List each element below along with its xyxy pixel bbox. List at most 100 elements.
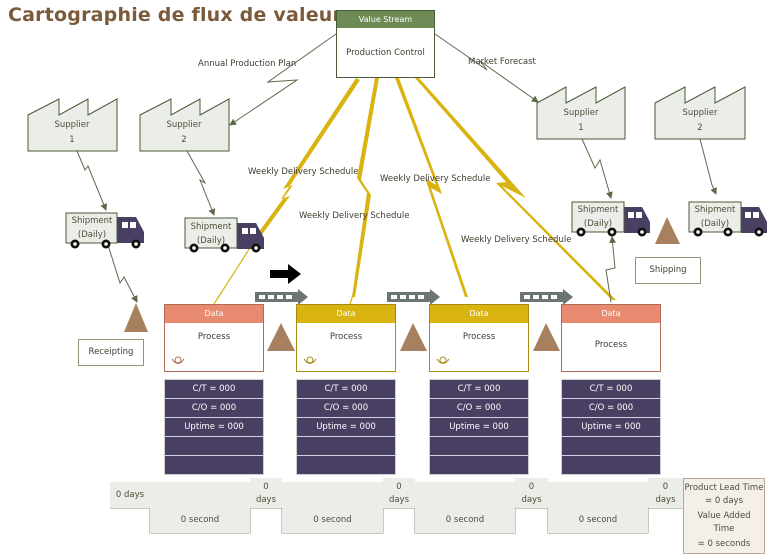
inventory-icon-2 (400, 323, 427, 351)
process-box-3[interactable]: Data Process (429, 304, 529, 372)
weekly-schedule-label-4: Weekly Delivery Schedule (461, 235, 572, 245)
shipment-label-3[interactable]: Shipment(Daily) (577, 205, 619, 229)
timeline-spacer (282, 482, 383, 508)
data-row-ct: C/T = 000 (430, 380, 528, 399)
shipment-label-2[interactable]: Shipment(Daily) (190, 222, 232, 246)
inventory-icon-1 (267, 323, 295, 351)
weekly-schedule-label-3: Weekly Delivery Schedule (299, 211, 410, 221)
data-row-uptime: Uptime = 000 (430, 418, 528, 437)
data-row-empty (165, 437, 263, 456)
timeline-seconds-2: 0 second (282, 508, 383, 533)
shipment-label-1[interactable]: Shipment(Daily) (71, 216, 113, 240)
operator-icon (436, 356, 450, 364)
shipment-label-4[interactable]: Shipment(Daily) (694, 205, 736, 229)
data-row-ct: C/T = 000 (562, 380, 660, 399)
market-forecast-label: Market Forecast (468, 57, 536, 67)
process-label: Process (462, 332, 496, 342)
shipping-box[interactable]: Shipping (635, 257, 701, 284)
data-row-empty (297, 437, 395, 456)
production-control-label: Production Control (346, 48, 425, 58)
process-header: Data (562, 305, 660, 323)
process-label: Process (329, 332, 363, 342)
truck-icon-3 (571, 201, 650, 237)
process-label: Process (594, 340, 628, 350)
data-row-co: C/O = 000 (165, 399, 263, 418)
value-added-time: Value Added Time = 0 seconds (683, 508, 765, 554)
supplier1-to-truck (76, 150, 107, 211)
push-arrow-icon-2 (387, 289, 440, 305)
truck-icon-4 (688, 201, 767, 237)
weekly-schedule-lightning-1 (253, 78, 360, 240)
process-header: Data (430, 305, 528, 323)
weekly-schedule-lightning-3 (395, 78, 468, 297)
push-arrow-icon-3 (520, 289, 573, 305)
supplier3-to-truck (581, 138, 613, 199)
timeline-spacer (150, 482, 250, 508)
truck-icon-2 (184, 217, 264, 253)
supplier4-to-truck (699, 138, 717, 195)
data-row-ct: C/T = 000 (297, 380, 395, 399)
data-box-1: C/T = 000 C/O = 000 Uptime = 000 (164, 379, 264, 475)
process-box-1[interactable]: Data Process (164, 304, 264, 372)
supplier-factory-3 (536, 86, 626, 140)
process-to-shipping-truck (605, 236, 617, 303)
data-row-empty (430, 456, 528, 474)
inventory-icon-shipping (655, 217, 680, 244)
timeline-seconds-3: 0 second (415, 508, 515, 533)
supplier-factory-2 (139, 98, 230, 152)
data-row-empty (297, 456, 395, 474)
truck-to-receipting (107, 244, 138, 303)
data-box-2: C/T = 000 C/O = 000 Uptime = 000 (296, 379, 396, 475)
push-arrow-icon-1 (255, 289, 308, 305)
data-row-empty (430, 437, 528, 456)
annual-plan-flow (229, 33, 337, 126)
timeline-seconds-1: 0 second (150, 508, 250, 533)
data-row-ct: C/T = 000 (165, 380, 263, 399)
timeline-spacer (548, 482, 648, 508)
truck-icon-1 (65, 212, 144, 249)
inventory-icon-3 (533, 323, 560, 351)
annual-plan-label: Annual Production Plan (198, 59, 297, 69)
data-box-4: C/T = 000 C/O = 000 Uptime = 000 (561, 379, 661, 475)
data-row-co: C/O = 000 (297, 399, 395, 418)
product-lead-time: Product Lead Time = 0 days (683, 478, 765, 509)
operator-icon (303, 356, 317, 364)
process-header: Data (165, 305, 263, 323)
data-row-uptime: Uptime = 000 (297, 418, 395, 437)
weekly-schedule-lightning-4 (415, 78, 616, 300)
data-row-co: C/O = 000 (430, 399, 528, 418)
supplier-factory-1 (27, 98, 118, 152)
weekly-schedule-label-2: Weekly Delivery Schedule (380, 174, 491, 184)
timeline-line (110, 507, 683, 534)
receipting-box[interactable]: Receipting (78, 339, 144, 366)
production-control-box[interactable]: Value Stream Production Control (336, 10, 435, 78)
data-row-co: C/O = 000 (562, 399, 660, 418)
timeline-seconds-4: 0 second (548, 508, 648, 533)
data-row-uptime: Uptime = 000 (165, 418, 263, 437)
shipment-arrow-icon (270, 264, 301, 284)
data-row-empty (562, 437, 660, 456)
timeline-days-5: 0 days (648, 478, 683, 508)
data-row-empty (165, 456, 263, 474)
process-label: Process (197, 332, 231, 342)
process-box-4[interactable]: Data Process (561, 304, 661, 372)
timeline-days-1: 0 days (110, 482, 150, 508)
timeline-days-4: 0 days (515, 478, 548, 508)
data-box-3: C/T = 000 C/O = 000 Uptime = 000 (429, 379, 529, 475)
market-forecast-flow (434, 33, 539, 103)
timeline-days-2: 0 days (250, 478, 282, 508)
data-row-empty (562, 456, 660, 474)
timeline-spacer (415, 482, 515, 508)
weekly-schedule-label-1: Weekly Delivery Schedule (248, 167, 359, 177)
supplier-factory-4 (654, 86, 746, 140)
process-box-2[interactable]: Data Process (296, 304, 396, 372)
timeline-days-3: 0 days (383, 478, 415, 508)
process-header: Data (297, 305, 395, 323)
data-row-uptime: Uptime = 000 (562, 418, 660, 437)
supplier2-to-truck (186, 150, 216, 216)
